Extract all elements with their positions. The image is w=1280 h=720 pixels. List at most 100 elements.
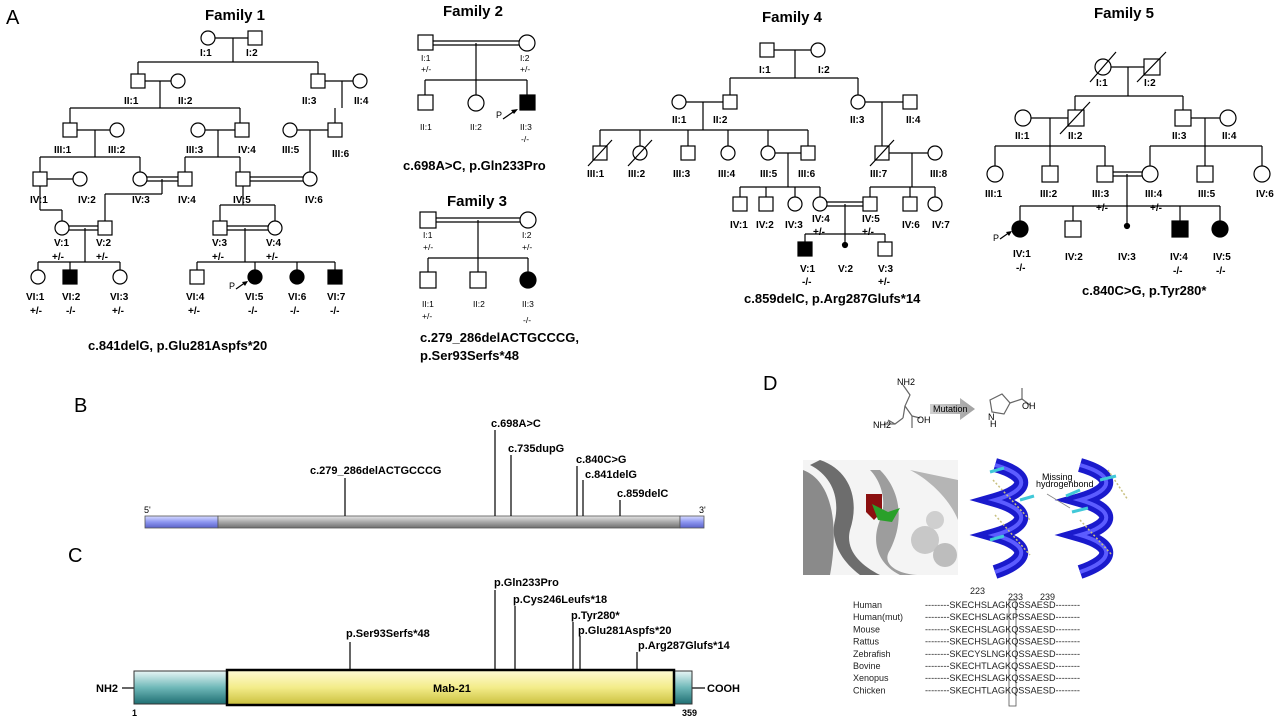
svg-text:+/-: +/- — [212, 252, 224, 263]
pedigree-family-1: Family 1 I:1 I:2 II:1 II:2 II:3 II:4 — [26, 7, 369, 353]
svg-text:Mutation: Mutation — [933, 404, 968, 414]
svg-text:II:1: II:1 — [672, 115, 687, 126]
alignment-sequence: --------SKECHSLAGKQSSAESD-------- — [925, 600, 1080, 610]
svg-text:IV:1: IV:1 — [30, 195, 48, 206]
svg-text:IV:6: IV:6 — [305, 195, 323, 206]
svg-text:N: N — [988, 412, 995, 422]
svg-text:+/-: +/- — [96, 252, 108, 263]
svg-text:IV:4: IV:4 — [178, 195, 196, 206]
pedigree-family-3: Family 3 I:1 +/- I:2 +/- II:1 +/- II:2 I… — [419, 193, 579, 363]
svg-text:III:1: III:1 — [54, 145, 72, 156]
alignment-species: Human — [853, 600, 882, 610]
pedigree-family-5: Family 5 I:1 I:2 II:1 II:2 II:3 II:4 — [985, 5, 1274, 298]
helix-image-left — [969, 458, 1045, 579]
protein-variant-1: p.Ser93Serfs*48 — [346, 628, 430, 640]
svg-text:II:2: II:2 — [470, 122, 482, 132]
family-3-title: Family 3 — [447, 193, 507, 210]
svg-text:NH2: NH2 — [873, 420, 891, 430]
svg-text:I:1: I:1 — [1096, 78, 1108, 89]
svg-text:III:3: III:3 — [673, 169, 691, 180]
svg-text:+/-: +/- — [188, 306, 200, 317]
svg-text:II:1: II:1 — [420, 122, 432, 132]
family-4-title: Family 4 — [762, 9, 823, 26]
svg-text:I:1: I:1 — [759, 65, 771, 76]
svg-text:OH: OH — [917, 415, 931, 425]
gene-variant-1: c.279_286delACTGCCCG — [310, 465, 441, 477]
family-1-title: Family 1 — [205, 7, 265, 24]
svg-text:P: P — [993, 233, 999, 243]
svg-text:+/-: +/- — [1096, 203, 1108, 214]
svg-text:I:2: I:2 — [818, 65, 830, 76]
svg-text:+/-: +/- — [423, 242, 433, 252]
family-4-mutation: c.859delC, p.Arg287Glufs*14 — [744, 291, 921, 306]
utr-5 — [144, 515, 219, 529]
alignment-species: Rattus — [853, 637, 880, 647]
svg-text:II:3: II:3 — [520, 122, 532, 132]
svg-text:I:2: I:2 — [520, 53, 530, 63]
three-prime-label: 3' — [699, 505, 706, 515]
family-2-mutation: c.698A>C, p.Gln233Pro — [403, 158, 546, 173]
svg-text:VI:7: VI:7 — [327, 292, 346, 303]
svg-text:IV:5: IV:5 — [233, 195, 251, 206]
svg-text:II:4: II:4 — [1222, 131, 1237, 142]
panel-label-c: C — [68, 545, 82, 567]
svg-text:+/-: +/- — [30, 306, 42, 317]
svg-text:IV:5: IV:5 — [1213, 252, 1231, 263]
alignment-species: Xenopus — [853, 673, 889, 683]
svg-text:II:3: II:3 — [850, 115, 865, 126]
svg-text:I:1: I:1 — [421, 53, 431, 63]
svg-text:V:3: V:3 — [878, 264, 893, 275]
svg-text:V:2: V:2 — [838, 264, 853, 275]
svg-text:VI:4: VI:4 — [186, 292, 205, 303]
alignment-sequence: --------SKECHSLAGKPSSAESD-------- — [925, 612, 1080, 622]
svg-text:III:3: III:3 — [186, 145, 204, 156]
svg-text:II:3: II:3 — [522, 299, 534, 309]
svg-text:+/-: +/- — [813, 227, 825, 238]
svg-text:I:1: I:1 — [200, 48, 212, 59]
family-3-mutation-line2: p.Ser93Serfs*48 — [420, 348, 519, 363]
svg-text:II:4: II:4 — [906, 115, 921, 126]
five-prime-label: 5' — [144, 505, 151, 515]
svg-text:II:2: II:2 — [473, 299, 485, 309]
svg-text:Missing: Missing — [1042, 472, 1073, 482]
svg-text:IV:2: IV:2 — [756, 220, 774, 231]
svg-text:IV:3: IV:3 — [132, 195, 150, 206]
svg-text:OH: OH — [1022, 401, 1036, 411]
svg-text:VI:6: VI:6 — [288, 292, 307, 303]
family-5-title: Family 5 — [1094, 5, 1154, 22]
svg-text:-/-: -/- — [521, 134, 529, 144]
svg-text:-/-: -/- — [523, 315, 531, 325]
helix-image-right — [1046, 458, 1130, 579]
alignment-species: Bovine — [853, 661, 881, 671]
svg-text:III:6: III:6 — [798, 169, 816, 180]
svg-text:III:2: III:2 — [1040, 189, 1058, 200]
start-residue: 1 — [132, 708, 137, 718]
domain-label: Mab-21 — [433, 683, 471, 695]
svg-text:III:6: III:6 — [332, 149, 350, 160]
protein-structure-image — [803, 460, 958, 575]
svg-text:VI:5: VI:5 — [245, 292, 264, 303]
svg-text:IV:3: IV:3 — [785, 220, 803, 231]
svg-text:-/-: -/- — [1016, 263, 1025, 274]
protein-variant-5: p.Glu281Aspfs*20 — [578, 625, 672, 637]
svg-text:III:2: III:2 — [108, 145, 126, 156]
svg-text:V:1: V:1 — [54, 238, 69, 249]
svg-text:VI:1: VI:1 — [26, 292, 45, 303]
svg-text:-/-: -/- — [290, 306, 299, 317]
svg-text:IV:7: IV:7 — [932, 220, 950, 231]
svg-text:IV:1: IV:1 — [730, 220, 748, 231]
gene-variant-5: c.841delG — [585, 469, 637, 481]
svg-text:V:4: V:4 — [266, 238, 281, 249]
protein-variant-3: p.Cys246Leufs*18 — [513, 594, 607, 606]
svg-text:III:7: III:7 — [870, 169, 888, 180]
alignment-sequence: --------SKECHSLAGKQSSAESD-------- — [925, 637, 1080, 647]
svg-text:H: H — [990, 419, 997, 429]
svg-text:II:3: II:3 — [302, 96, 317, 107]
sequence-alignment: 223 233 239 Human--------SKECHSLAGKQSSAE… — [853, 586, 1080, 707]
alignment-sequence: --------SKECHSLAGKQSSAESD-------- — [925, 624, 1080, 634]
cterm-label: COOH — [707, 683, 740, 695]
svg-text:III:5: III:5 — [282, 145, 300, 156]
svg-text:-/-: -/- — [1216, 266, 1225, 277]
svg-text:+/-: +/- — [422, 311, 432, 321]
svg-text:+/-: +/- — [52, 252, 64, 263]
